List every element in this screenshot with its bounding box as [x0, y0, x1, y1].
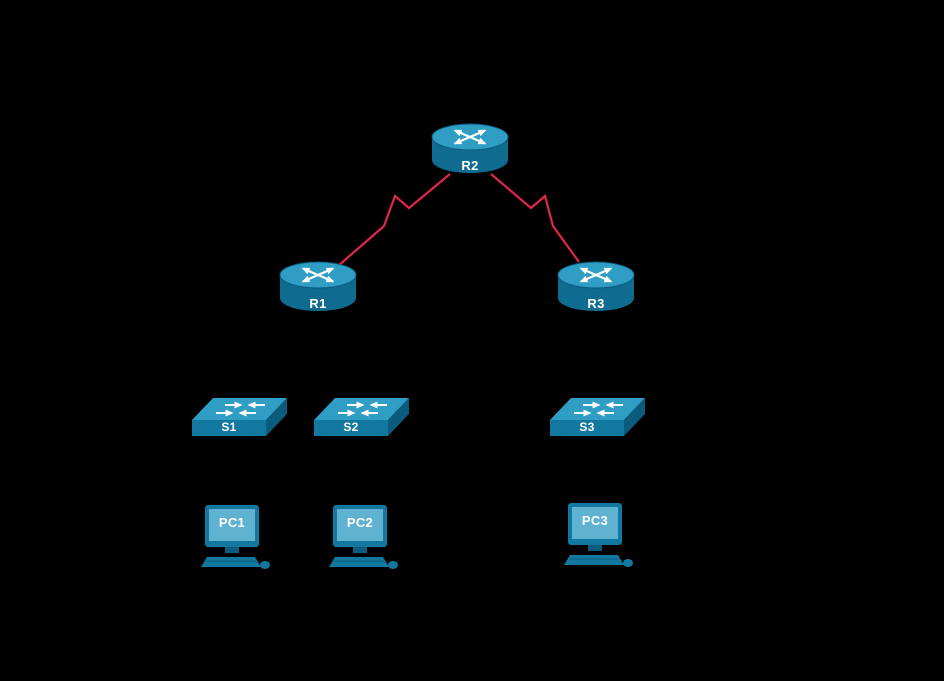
- switch-node-s1[interactable]: S1: [192, 397, 288, 441]
- pc-icon: [201, 505, 270, 569]
- switch-node-s2[interactable]: S2: [314, 397, 410, 441]
- device-label-pc1: PC1: [218, 515, 246, 530]
- router-node-r2[interactable]: R2: [428, 122, 512, 176]
- serial-link-r2-r3: [490, 173, 580, 263]
- pc-node-pc3[interactable]: PC3: [562, 503, 634, 573]
- device-label-pc2: PC2: [346, 515, 374, 530]
- router-node-r3[interactable]: R3: [554, 260, 638, 314]
- pc-node-pc1[interactable]: PC1: [199, 505, 271, 575]
- router-icon: [279, 261, 357, 311]
- device-label-r2: R2: [461, 158, 479, 173]
- router-node-r1[interactable]: R1: [276, 260, 360, 314]
- device-label-pc3: PC3: [581, 513, 609, 528]
- pc-icon: [564, 503, 633, 567]
- switch-icon: [314, 398, 409, 436]
- switch-icon: [192, 398, 287, 436]
- switch-node-s3[interactable]: S3: [550, 397, 646, 441]
- device-label-s3: S3: [579, 420, 595, 434]
- device-label-r3: R3: [587, 296, 605, 311]
- device-label-s2: S2: [343, 420, 359, 434]
- router-icon: [431, 123, 509, 173]
- device-label-r1: R1: [309, 296, 327, 311]
- serial-link-r2-r1: [337, 173, 451, 267]
- pc-icon: [329, 505, 398, 569]
- pc-node-pc2[interactable]: PC2: [327, 505, 399, 575]
- device-label-s1: S1: [221, 420, 237, 434]
- switch-icon: [550, 398, 645, 436]
- router-icon: [557, 261, 635, 311]
